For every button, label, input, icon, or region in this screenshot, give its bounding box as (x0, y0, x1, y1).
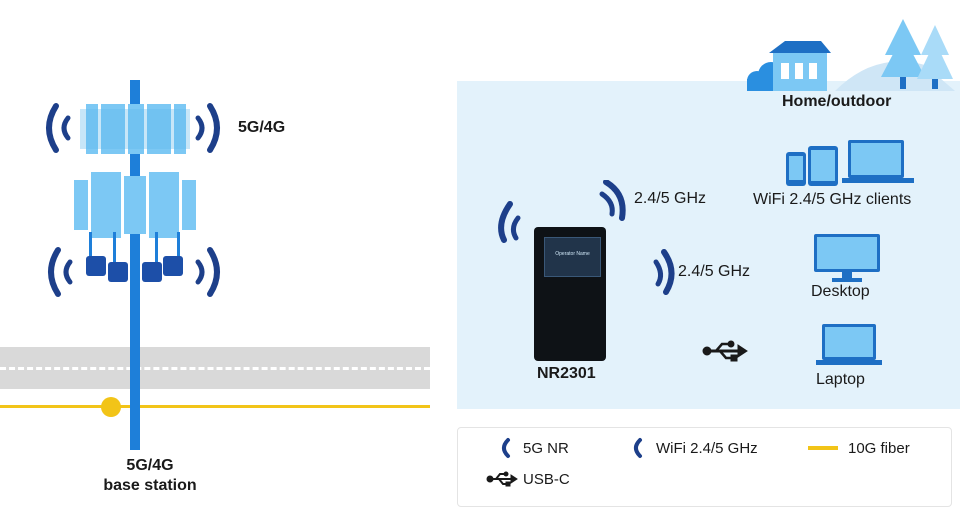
fiber-node (101, 397, 121, 417)
tree-icon (917, 25, 953, 89)
desktop-icon (814, 234, 880, 282)
fiber-line (0, 405, 430, 408)
tree-icon (881, 19, 925, 89)
cellular-wave-icon (498, 201, 521, 243)
antenna-panel-icon (74, 172, 196, 238)
router-screen: Operator Name (544, 237, 601, 277)
cellular-wave-icon (502, 438, 510, 458)
wifi-band-label-clients: 2.4/5 GHz (634, 190, 707, 207)
wifi-wave-icon (599, 180, 626, 221)
cellular-wave-icon (48, 247, 220, 297)
location-label: Home/outdoor (782, 93, 892, 110)
legend-fiber-swatch (808, 446, 838, 450)
wifi-clients-graphic (786, 140, 914, 186)
tower-antenna-graphic (46, 103, 220, 297)
legend (457, 427, 952, 507)
legend-nr-label: 5G NR (523, 440, 569, 457)
tower-band-label: 5G/4G (238, 119, 286, 136)
legend-wifi-label: WiFi 2.4/5 GHz (656, 440, 758, 457)
tower-pole (130, 80, 140, 450)
usb-icon (702, 340, 748, 362)
legend-fiber-label: 10G fiber (848, 440, 910, 457)
router-waves (498, 180, 675, 295)
wifi-wave-icon (653, 249, 675, 295)
radio-units (86, 232, 183, 282)
home-outdoor-illustration (747, 19, 955, 91)
laptop-icon (842, 140, 914, 183)
laptop-label: Laptop (816, 371, 865, 388)
desktop-label: Desktop (811, 283, 870, 300)
router-screen-text: Operator Name (555, 251, 590, 257)
wifi-wave-icon (634, 438, 642, 458)
laptop-icon (816, 324, 882, 365)
phone-icon (786, 152, 806, 186)
wifi-band-label-desktop: 2.4/5 GHz (678, 263, 751, 280)
road-lane-marking (0, 367, 430, 370)
clients-label: WiFi 2.4/5 GHz clients (753, 191, 912, 208)
cellular-wave-icon (46, 103, 220, 153)
usb-icon (486, 471, 518, 487)
base-station-label: 5G/4G base station (103, 457, 197, 494)
tablet-icon (808, 146, 838, 186)
house-icon (769, 41, 831, 91)
legend-usb-label: USB-C (523, 471, 570, 488)
router-name: NR2301 (537, 365, 596, 382)
antenna-panel-icon (80, 104, 190, 154)
